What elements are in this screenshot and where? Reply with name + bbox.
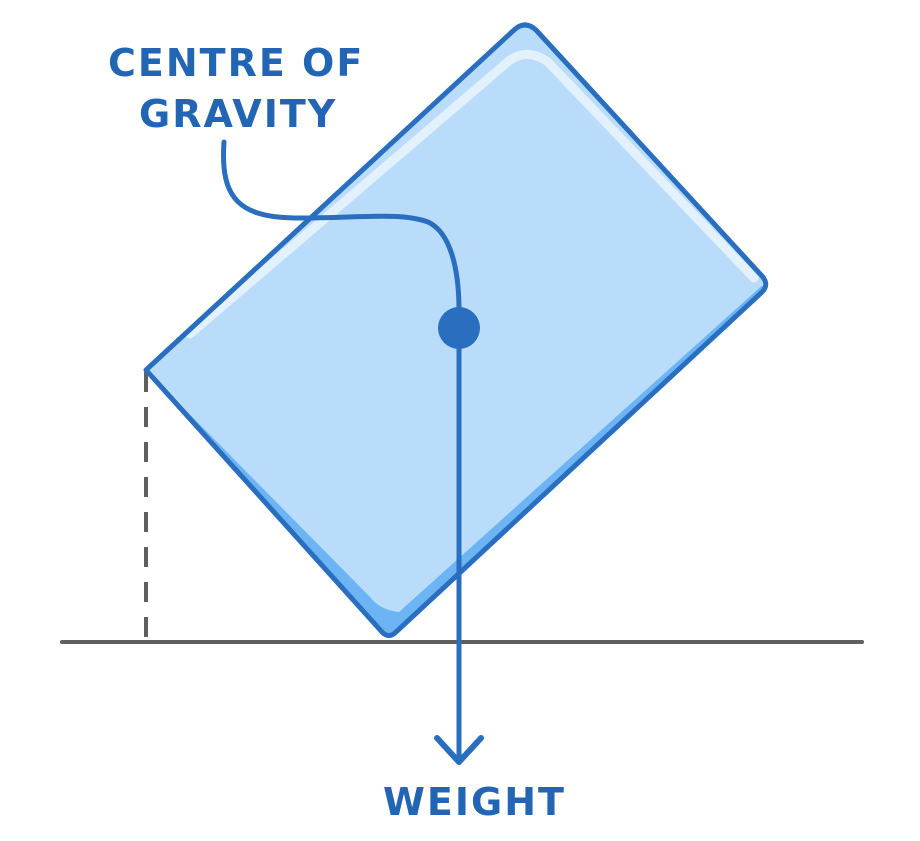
- centre-of-gravity-marker-icon: [438, 307, 480, 349]
- weight-label: WEIGHT: [383, 780, 566, 824]
- centre-of-gravity-leader: [221, 139, 462, 313]
- centre-of-gravity-label-line2: GRAVITY: [139, 92, 337, 136]
- block-outline: [143, 22, 769, 638]
- centre-of-gravity-label-line1: CENTRE OF: [108, 41, 364, 85]
- block-highlight: [185, 50, 759, 339]
- arrow-head-icon: [434, 735, 484, 765]
